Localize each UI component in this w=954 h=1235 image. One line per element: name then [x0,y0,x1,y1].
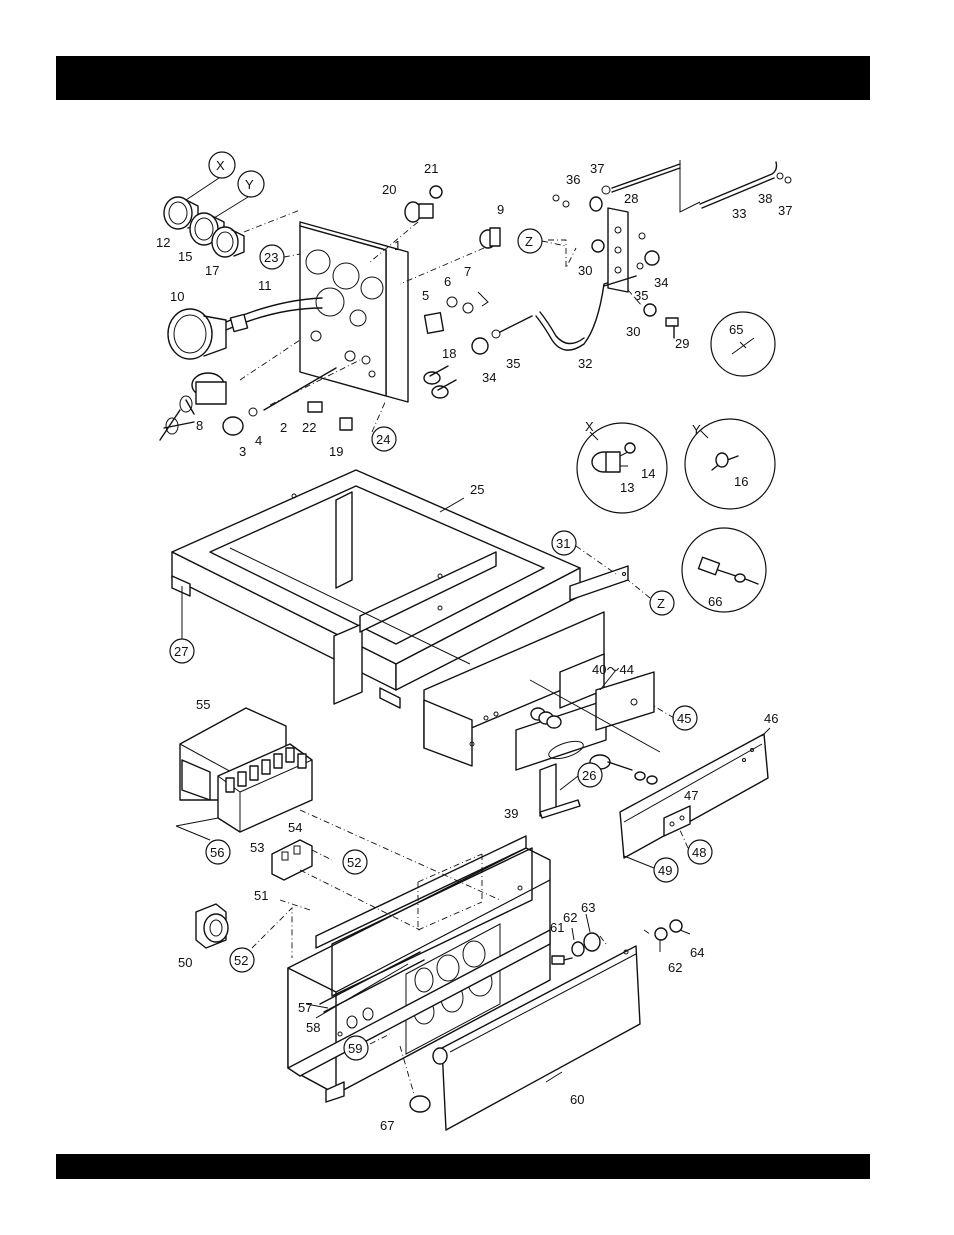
label-15: 15 [178,249,192,264]
label-28: 28 [624,191,638,206]
label-63: 63 [581,900,595,915]
label-11: 11 [258,278,272,293]
label-7: 7 [464,264,471,279]
label-56: 56 [210,845,224,860]
label-38: 38 [758,191,772,206]
control-panel-plate [300,222,408,402]
label-49: 49 [658,863,672,878]
label-46: 46 [764,711,778,726]
label-52b: 52 [234,953,248,968]
label-50: 50 [178,955,192,970]
label-4: 4 [255,433,262,448]
label-32: 32 [578,356,592,371]
label-64: 64 [690,945,704,960]
label-67: 67 [380,1118,394,1133]
label-53: 53 [250,840,264,855]
label-Z-top: Z [525,234,533,249]
label-40-44: 40～44 [592,662,634,677]
label-37a: 37 [590,161,604,176]
label-34a: 34 [654,275,668,290]
label-1: 1 [394,238,401,253]
label-30b: 30 [626,324,640,339]
label-66: 66 [708,594,722,609]
label-31: 31 [556,536,570,551]
label-29: 29 [675,336,689,351]
label-60: 60 [570,1092,584,1107]
label-Y-top: Y [245,177,254,192]
label-2: 2 [280,420,287,435]
label-20: 20 [382,182,396,197]
label-5: 5 [422,288,429,303]
hour-meter [168,298,322,359]
label-27: 27 [174,644,188,659]
label-45: 45 [677,711,691,726]
label-8: 8 [196,418,203,433]
breaker-9 [480,228,500,248]
label-36: 36 [566,172,580,187]
label-26: 26 [582,768,596,783]
label-30a: 30 [578,263,592,278]
label-58: 58 [306,1020,320,1035]
label-25: 25 [470,482,484,497]
label-55: 55 [196,697,210,712]
label-19: 19 [329,444,343,459]
label-39: 39 [504,806,518,821]
label-22: 22 [302,420,316,435]
label-35a: 35 [634,288,648,303]
label-24: 24 [376,432,390,447]
label-Z-mid: Z [657,596,665,611]
label-47: 47 [684,788,698,803]
label-57: 57 [298,1000,312,1015]
label-10: 10 [170,289,184,304]
label-34b: 34 [482,370,496,385]
label-9: 9 [497,202,504,217]
label-37b: 37 [778,203,792,218]
label-48: 48 [692,845,706,860]
key-switch [160,373,226,440]
label-54: 54 [288,820,302,835]
label-18: 18 [442,346,456,361]
label-33: 33 [732,206,746,221]
gauge-cluster [164,197,244,257]
label-23: 23 [264,250,278,265]
label-X-top: X [216,158,225,173]
label-Y-detail: Y [692,422,701,437]
label-13: 13 [620,480,634,495]
label-52a: 52 [347,855,361,870]
label-59: 59 [348,1041,362,1056]
label-17: 17 [205,263,219,278]
label-62a: 62 [563,910,577,925]
label-35b: 35 [506,356,520,371]
label-51: 51 [254,888,268,903]
label-6: 6 [444,274,451,289]
twist-lock-receptacle [196,904,228,948]
label-21: 21 [424,161,438,176]
label-62b: 62 [668,960,682,975]
label-14: 14 [641,466,655,481]
label-12: 12 [156,235,170,250]
label-3: 3 [239,444,246,459]
label-16: 16 [734,474,748,489]
label-65: 65 [729,322,743,337]
label-X-detail: X [585,419,594,434]
